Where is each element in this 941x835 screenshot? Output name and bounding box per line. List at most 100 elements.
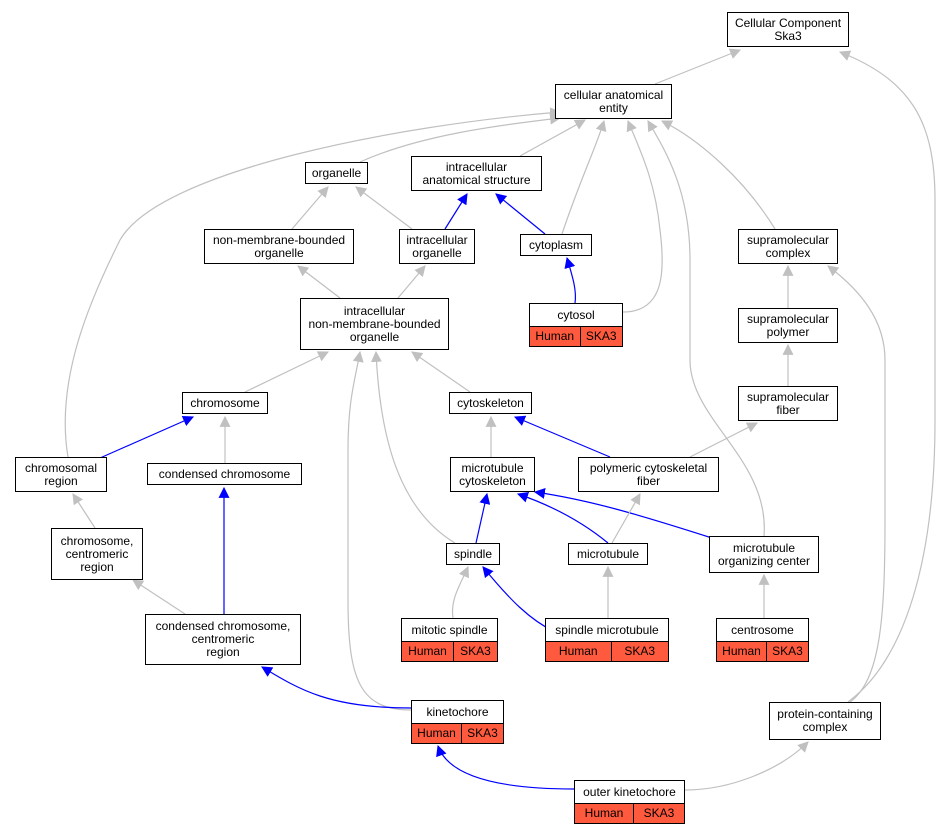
annotation-tags: Human SKA3 bbox=[546, 641, 668, 661]
node-label: chromosome, centromeric region bbox=[60, 533, 134, 574]
node-label: centrosome bbox=[731, 622, 794, 637]
node-non-membrane-bounded-organelle[interactable]: non-membrane-bounded organelle bbox=[204, 229, 354, 264]
part-of-edge-kinetochore-to-condensed-chromosome-centromeric-region bbox=[261, 666, 412, 709]
node-polymeric-cytoskeletal-fiber[interactable]: polymeric cytoskeletal fiber bbox=[578, 457, 719, 492]
node-cytoskeleton[interactable]: cytoskeleton bbox=[449, 392, 532, 414]
node-label: condensed chromosome bbox=[158, 466, 291, 481]
is-a-edge-protein-containing-complex-to-root bbox=[838, 50, 936, 703]
is-a-edge-mitotic-spindle-to-spindle bbox=[451, 565, 470, 619]
node-cellular-component-ska3[interactable]: Cellular Component Ska3 bbox=[727, 12, 849, 47]
node-intracellular-organelle[interactable]: intracellular organelle bbox=[399, 229, 475, 264]
node-label: intracellular anatomical structure bbox=[422, 159, 531, 187]
node-kinetochore[interactable]: kinetochore Human SKA3 bbox=[411, 700, 504, 744]
node-label: chromosomal region bbox=[24, 460, 98, 488]
node-condensed-chromosome-centromeric-region[interactable]: condensed chromosome, centromeric region bbox=[145, 614, 301, 665]
is-a-edge-microtubule-to-polymeric-cytoskeletal-fiber bbox=[611, 493, 641, 544]
is-a-edge-intracellular-nmbo-to-intracellular-organelle bbox=[397, 265, 426, 299]
node-label: kinetochore bbox=[426, 704, 489, 719]
species-tag: Human bbox=[402, 642, 453, 661]
node-supramolecular-complex[interactable]: supramolecular complex bbox=[738, 229, 838, 264]
gene-tag: SKA3 bbox=[766, 642, 808, 661]
node-label: spindle bbox=[453, 546, 493, 561]
node-label: supramolecular polymer bbox=[746, 311, 830, 339]
node-label: chromosome bbox=[190, 395, 260, 410]
annotation-tags: Human SKA3 bbox=[575, 803, 684, 823]
node-microtubule[interactable]: microtubule bbox=[568, 543, 648, 565]
annotation-tags: Human SKA3 bbox=[530, 326, 622, 346]
species-tag: Human bbox=[717, 642, 766, 661]
node-label: polymeric cytoskeletal fiber bbox=[589, 460, 708, 488]
node-label: cytoskeleton bbox=[457, 395, 524, 410]
is-a-edge-microtubule-organizing-center-to-cellular-anatomical-entity bbox=[647, 120, 765, 537]
node-supramolecular-polymer[interactable]: supramolecular polymer bbox=[738, 308, 838, 343]
node-label: outer kinetochore bbox=[583, 784, 676, 799]
node-label: microtubule bbox=[576, 546, 640, 561]
is-a-edge-polymeric-cytoskeletal-fiber-to-supramolecular-fiber bbox=[689, 422, 758, 458]
node-label: microtubule cytoskeleton bbox=[459, 460, 526, 488]
part-of-edge-chromosomal-region-to-chromosome bbox=[99, 415, 195, 459]
annotation-tags: Human SKA3 bbox=[412, 723, 503, 743]
part-of-edge-microtubule-organizing-center-to-microtubule-cytoskeleton bbox=[533, 487, 713, 539]
gene-tag: SKA3 bbox=[610, 642, 668, 661]
node-label: microtubule organizing center bbox=[717, 540, 811, 568]
node-label: mitotic spindle bbox=[411, 622, 488, 637]
node-label: intracellular organelle bbox=[406, 232, 468, 260]
part-of-edge-cytoplasm-to-intracellular-anatomical-structure bbox=[495, 193, 546, 235]
is-a-edge-kinetochore-to-intracellular-nmbo bbox=[347, 350, 412, 711]
node-supramolecular-fiber[interactable]: supramolecular fiber bbox=[738, 386, 838, 421]
node-condensed-chromosome[interactable]: condensed chromosome bbox=[147, 463, 302, 485]
node-intracellular-anatomical-structure[interactable]: intracellular anatomical structure bbox=[411, 156, 542, 191]
node-cellular-anatomical-entity[interactable]: cellular anatomical entity bbox=[555, 84, 672, 119]
node-chromosomal-region[interactable]: chromosomal region bbox=[15, 457, 107, 492]
node-organelle[interactable]: organelle bbox=[305, 162, 368, 184]
node-label: supramolecular fiber bbox=[746, 389, 830, 417]
node-cytoplasm[interactable]: cytoplasm bbox=[520, 234, 592, 256]
node-label: Cellular Component Ska3 bbox=[734, 15, 842, 43]
node-chromosome[interactable]: chromosome bbox=[182, 392, 268, 414]
node-protein-containing-complex[interactable]: protein-containing complex bbox=[769, 702, 881, 740]
node-label: non-membrane-bounded organelle bbox=[212, 232, 346, 260]
is-a-edge-cellular-anatomical-entity-to-root bbox=[654, 48, 742, 85]
node-spindle-microtubule[interactable]: spindle microtubule Human SKA3 bbox=[545, 618, 669, 662]
part-of-edge-polymeric-cytoskeletal-fiber-to-cytoskeleton bbox=[513, 415, 611, 458]
node-intracellular-non-membrane-bounded-organelle[interactable]: intracellular non-membrane-bounded organ… bbox=[300, 298, 449, 350]
node-microtubule-cytoskeleton[interactable]: microtubule cytoskeleton bbox=[450, 457, 535, 492]
node-cytosol[interactable]: cytosol Human SKA3 bbox=[529, 303, 623, 347]
part-of-edge-outer-kinetochore-to-kinetochore bbox=[436, 744, 575, 790]
is-a-edge-cytoplasm-to-cellular-anatomical-entity bbox=[561, 119, 607, 235]
is-a-edge-chromosomal-region-to-cellular-anatomical-entity bbox=[64, 107, 562, 458]
is-a-edge-cytoskeleton-to-intracellular-nmbo bbox=[411, 351, 471, 393]
gene-tag: SKA3 bbox=[579, 327, 622, 346]
species-tag: Human bbox=[575, 804, 633, 823]
part-of-edge-intracellular-organelle-to-intracellular-anatomical-structure bbox=[444, 193, 468, 230]
is-a-edge-organelle-to-cellular-anatomical-entity bbox=[359, 113, 562, 163]
edge-layer bbox=[64, 48, 936, 791]
is-a-edge-chromosome-to-intracellular-nmbo bbox=[244, 351, 329, 393]
node-microtubule-organizing-center[interactable]: microtubule organizing center bbox=[709, 536, 819, 573]
part-of-edge-microtubule-to-microtubule-cytoskeleton bbox=[516, 492, 609, 544]
is-a-edge-condensed-chromosome-centromeric-region-to-chromosome-centromeric-region bbox=[132, 579, 186, 615]
node-label: organelle bbox=[311, 165, 362, 180]
node-spindle[interactable]: spindle bbox=[446, 543, 500, 565]
gene-tag: SKA3 bbox=[461, 724, 503, 743]
node-label: cytosol bbox=[557, 307, 595, 322]
node-label: spindle microtubule bbox=[555, 622, 659, 637]
node-chromosome-centromeric-region[interactable]: chromosome, centromeric region bbox=[51, 528, 143, 580]
is-a-edge-protein-containing-complex-to-supramolecular-complex bbox=[827, 265, 886, 703]
species-tag: Human bbox=[546, 642, 611, 661]
is-a-edge-intracellular-organelle-to-organelle bbox=[355, 186, 413, 230]
node-label: cellular anatomical entity bbox=[563, 87, 664, 115]
gene-tag: SKA3 bbox=[453, 642, 497, 661]
is-a-edge-chromosome-centromeric-region-to-chromosomal-region bbox=[72, 493, 96, 529]
node-outer-kinetochore[interactable]: outer kinetochore Human SKA3 bbox=[574, 780, 685, 824]
is-a-edge-non-membrane-bounded-organelle-to-organelle bbox=[291, 186, 329, 230]
node-centrosome[interactable]: centrosome Human SKA3 bbox=[716, 618, 809, 662]
species-tag: Human bbox=[412, 724, 461, 743]
is-a-edge-intracellular-nmbo-to-non-membrane-bounded-organelle bbox=[297, 265, 341, 299]
node-mitotic-spindle[interactable]: mitotic spindle Human SKA3 bbox=[401, 618, 498, 662]
part-of-edge-spindle-to-microtubule-cytoskeleton bbox=[475, 492, 491, 544]
is-a-edge-intracellular-anatomical-structure-to-cellular-anatomical-entity bbox=[519, 119, 586, 157]
node-label: protein-containing complex bbox=[777, 707, 873, 734]
node-label: cytoplasm bbox=[528, 237, 584, 252]
